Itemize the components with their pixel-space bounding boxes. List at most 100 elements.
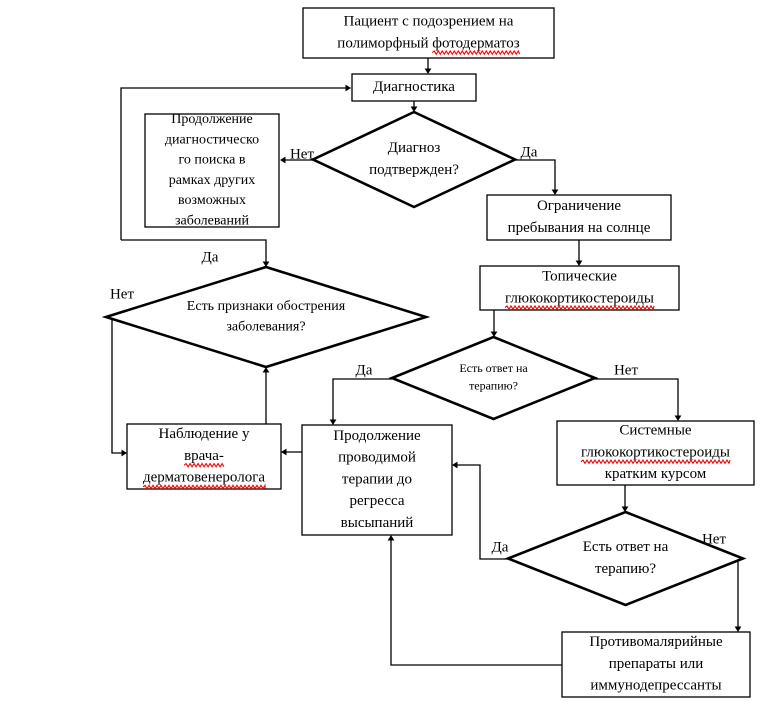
node-shape-box <box>556 420 755 486</box>
edge-e-systemic-to-response2 <box>621 485 629 512</box>
node-shape-box <box>144 113 280 228</box>
node-text-line: дерматовенеролога <box>143 470 265 486</box>
node-shape-box <box>351 73 477 102</box>
arrowhead <box>490 331 498 337</box>
node-continue-therapy[interactable]: Продолжение проводимой терапии до регресса в… <box>301 424 453 536</box>
node-text-line: Есть ответ на <box>583 539 669 555</box>
edge-e-confirm-no <box>280 156 313 164</box>
node-text-line: кратким курсом <box>605 466 707 482</box>
arrowhead <box>121 449 127 457</box>
node-response-1[interactable]: Есть ответ на терапию? <box>388 335 599 421</box>
edge-e-response2-yes <box>452 461 508 560</box>
node-shape-diamond <box>388 335 599 421</box>
node-text-line: терапию? <box>469 378 518 392</box>
edge-label-e-search-to-exacerbation: Да <box>202 249 219 265</box>
node-text-line: диагностическо <box>165 132 259 147</box>
node-shape-box <box>126 423 282 490</box>
node-text-line: Продолжение <box>171 112 253 127</box>
node-text-line: Продолжение <box>333 428 421 444</box>
edge-line <box>106 316 124 454</box>
node-text-line: Есть ответ на <box>459 361 528 375</box>
edge-e-search-back-diagnostics <box>120 84 351 240</box>
edge-e-antimalarial-to-continue <box>387 535 562 666</box>
node-diagnostics[interactable]: Диагностика <box>351 73 477 102</box>
spellcheck-underline <box>504 304 655 311</box>
edge-e-confirm-yes <box>515 159 559 195</box>
arrowhead <box>575 260 583 266</box>
edge-line <box>595 378 679 418</box>
node-exacerbation-signs[interactable]: Есть признаки обострения заболевания? <box>101 265 431 369</box>
edge-line <box>332 378 392 422</box>
spellcheck-underline <box>142 483 266 490</box>
arrowhead <box>345 84 351 92</box>
node-text-line: Ограничение <box>537 198 621 214</box>
node-diagnosis-confirmed[interactable]: Диагноз подтвержден? <box>309 110 519 209</box>
node-text-line: Диагноз <box>388 140 441 156</box>
edge-label-e-response1-no: Нет <box>614 362 638 378</box>
node-shape-diamond <box>309 110 519 209</box>
spellcheck-underline <box>580 459 731 465</box>
node-shape-box <box>479 265 680 311</box>
edge-label-e-confirm-no: Нет <box>290 146 314 162</box>
node-text-line: Топические <box>542 269 617 285</box>
node-text-line: Системные <box>619 423 692 439</box>
node-text-line: регресса <box>350 493 405 509</box>
arrowhead <box>280 156 286 164</box>
node-text-line: Есть признаки обострения <box>187 299 346 314</box>
node-text-line: заболеваний <box>175 213 250 228</box>
edge-line <box>515 159 556 192</box>
edge-label-e-response2-yes: Да <box>492 539 509 555</box>
edge-label-e-exacerbation-no: Нет <box>110 286 134 302</box>
arrowhead <box>387 535 395 541</box>
node-text-line: Противомалярийные <box>589 634 723 650</box>
node-shape-diamond <box>504 510 747 607</box>
arrowhead <box>551 189 559 195</box>
edge-label-e-confirm-yes: Да <box>521 144 538 160</box>
edge-e-diagnostics-confirm <box>410 101 418 112</box>
arrowhead <box>329 419 337 425</box>
edge-e-topical-to-response1 <box>490 310 498 337</box>
edge-line <box>737 558 743 629</box>
node-topical-steroids[interactable]: Топические глюкокортикостероиды <box>479 265 680 311</box>
arrowhead <box>452 461 458 469</box>
node-shape-box <box>561 631 751 698</box>
arrowhead <box>262 367 270 373</box>
node-text-line: Наблюдение у <box>159 426 250 442</box>
edge-e-start-diagnostics <box>424 58 432 74</box>
edge-label-e-response2-no: Нет <box>702 531 726 547</box>
spellcheck-underline <box>431 49 521 56</box>
edge-e-continue-to-observation <box>281 448 302 456</box>
node-shape-box <box>301 424 453 536</box>
edge-label-e-response1-yes: Да <box>356 362 373 378</box>
edge-e-exacerbation-no <box>106 316 127 457</box>
node-text-line: препараты или <box>609 656 704 672</box>
arrowhead <box>674 415 682 421</box>
node-text-line: терапии до <box>342 471 412 487</box>
node-text-line: проводимой <box>338 450 416 466</box>
node-shape-box <box>486 194 672 241</box>
arrowhead <box>410 106 418 112</box>
edge-e-sun-to-topical <box>575 240 583 266</box>
node-text-line: высыпаний <box>341 515 414 531</box>
node-text-line: подтвержден? <box>369 162 459 178</box>
node-text-line: глюкокортикостероиды <box>505 290 654 306</box>
node-text-line: Пациент с подозрением на <box>344 14 514 30</box>
arrowhead <box>621 506 629 512</box>
spellcheck-underline <box>183 462 225 468</box>
node-shape-box <box>302 7 555 59</box>
edge-line <box>121 239 267 265</box>
arrowhead <box>262 261 270 267</box>
edge-line <box>120 87 348 240</box>
node-text-line: заболевания? <box>226 319 305 334</box>
edge-line <box>455 464 508 560</box>
